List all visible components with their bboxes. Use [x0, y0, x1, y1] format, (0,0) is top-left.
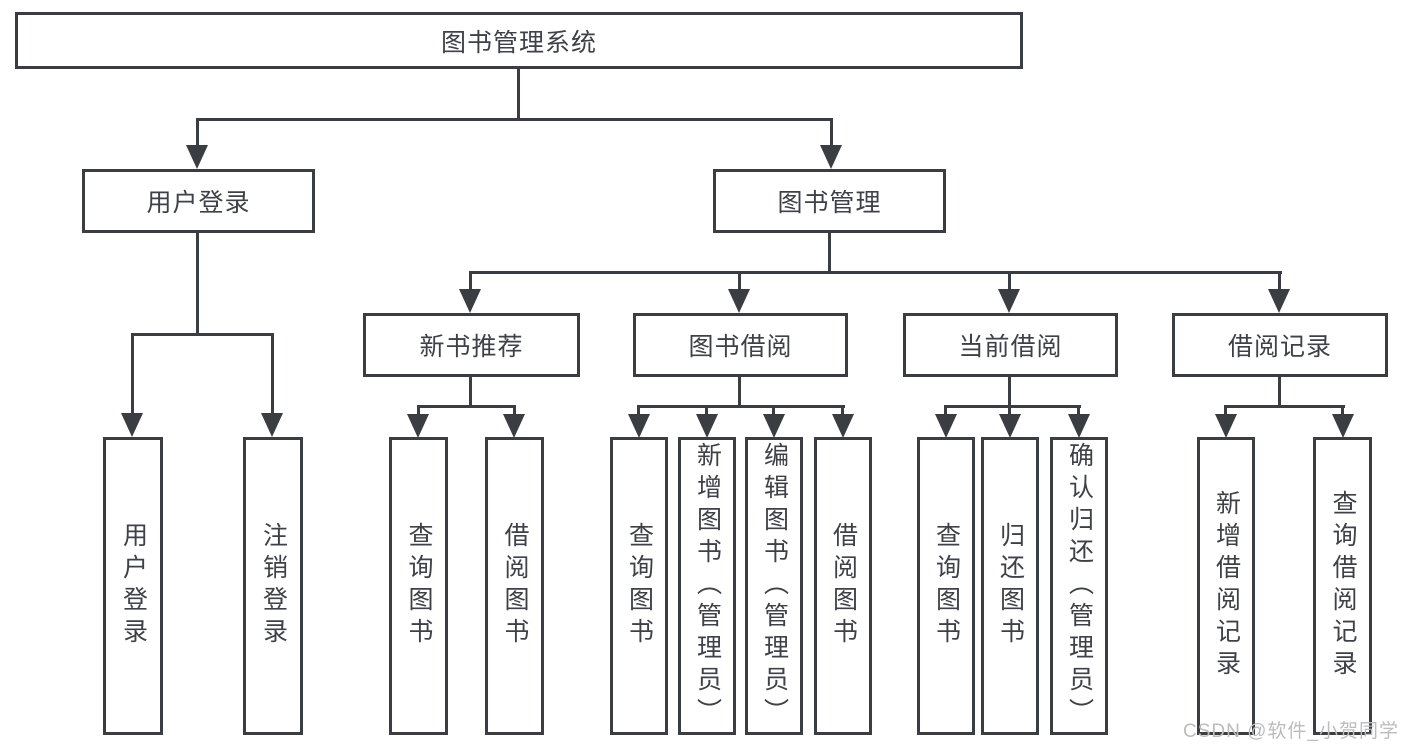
- node-label: 图书管理: [777, 189, 882, 217]
- arrow-down-icon: [832, 414, 854, 438]
- connector-drop-level3: [1278, 271, 1281, 291]
- connector-drop-level3: [1008, 271, 1011, 291]
- leaf-bb-query-books: 查询图书: [610, 437, 668, 735]
- arrow-down-icon: [935, 414, 957, 438]
- connector-drop-leaf: [131, 333, 134, 414]
- leaf-bb-add-books-admin: 新增图书（管理员）: [678, 437, 736, 735]
- connector-drop-leaf: [271, 333, 274, 414]
- connector-drop-book-mgmt: [830, 118, 833, 146]
- arrow-down-icon: [1268, 289, 1290, 313]
- node-new-book-recommend: 新书推荐: [363, 313, 580, 377]
- connector-userlogin-split: [131, 333, 274, 336]
- connector-drop-leaf: [1077, 405, 1080, 416]
- arrow-down-icon: [628, 414, 650, 438]
- leaf-label: 注销登录: [259, 522, 288, 650]
- leaf-br-query-record: 查询借阅记录: [1313, 437, 1372, 735]
- connector-bookmgmt-split: [469, 271, 1282, 274]
- connector-newbooks-stem: [469, 377, 472, 408]
- leaf-label: 新增借阅记录: [1212, 490, 1241, 682]
- connector-records-split: [1224, 405, 1345, 408]
- connector-drop-leaf: [1341, 405, 1344, 416]
- connector-records-stem: [1278, 377, 1281, 408]
- arrow-down-icon: [1332, 414, 1354, 438]
- connector-drop-leaf: [841, 405, 844, 416]
- leaf-nb-borrow-books: 借阅图书: [485, 437, 544, 735]
- connector-drop-leaf: [637, 405, 640, 416]
- connector-drop-leaf: [1224, 405, 1227, 416]
- connector-drop-leaf: [417, 405, 420, 416]
- connector-current-stem: [1008, 377, 1011, 408]
- leaf-label: 借阅图书: [829, 522, 858, 650]
- leaf-label: 查询借阅记录: [1329, 490, 1357, 682]
- node-label: 新书推荐: [419, 333, 524, 361]
- leaf-user-login: 用户登录: [103, 437, 163, 735]
- leaf-label: 用户登录: [119, 522, 148, 650]
- leaf-label: 确认归还（管理员）: [1065, 442, 1094, 730]
- leaf-label: 查询图书: [932, 522, 961, 650]
- csdn-watermark: CSDN @软件_小贺同学: [1183, 721, 1399, 742]
- connector-drop-user-login: [196, 118, 199, 146]
- node-book-management: 图书管理: [713, 169, 946, 233]
- leaf-label: 查询图书: [405, 522, 433, 650]
- connector-newbooks-split: [417, 405, 516, 408]
- connector-root-split: [196, 118, 833, 121]
- node-label: 用户登录: [146, 189, 251, 217]
- connector-userlogin-stem: [196, 233, 199, 336]
- connector-root-stem: [517, 68, 520, 119]
- arrow-down-icon: [186, 145, 208, 169]
- arrow-down-icon: [261, 413, 283, 437]
- arrow-down-icon: [728, 289, 750, 313]
- connector-drop-level3: [738, 271, 741, 291]
- arrow-down-icon: [503, 414, 525, 438]
- connector-drop-leaf: [1008, 405, 1011, 416]
- arrow-down-icon: [407, 414, 429, 438]
- leaf-cb-return-books: 归还图书: [981, 437, 1039, 735]
- leaf-bb-edit-books-admin: 编辑图书（管理员）: [745, 437, 803, 735]
- leaf-nb-query-books: 查询图书: [389, 437, 448, 735]
- node-label: 当前借阅: [958, 333, 1063, 361]
- leaf-label: 编辑图书（管理员）: [760, 442, 789, 730]
- arrow-down-icon: [1068, 414, 1090, 438]
- arrow-down-icon: [1215, 414, 1237, 438]
- arrow-down-icon: [121, 413, 143, 437]
- leaf-label: 借阅图书: [501, 522, 529, 650]
- leaf-label: 查询图书: [625, 522, 654, 650]
- leaf-br-add-record: 新增借阅记录: [1197, 437, 1255, 735]
- connector-drop-leaf: [944, 405, 947, 416]
- arrow-down-icon: [999, 414, 1021, 438]
- leaf-bb-borrow-books: 借阅图书: [814, 437, 872, 735]
- node-root-label: 图书管理系统: [440, 28, 597, 57]
- leaf-logout: 注销登录: [243, 437, 303, 735]
- node-borrowing-records: 借阅记录: [1172, 313, 1388, 377]
- node-book-borrowing: 图书借阅: [633, 313, 848, 377]
- leaf-cb-query-books: 查询图书: [917, 437, 975, 735]
- node-root: 图书管理系统: [15, 12, 1023, 69]
- connector-borrowing-stem: [738, 377, 741, 408]
- arrow-down-icon: [696, 414, 718, 438]
- connector-drop-leaf: [513, 405, 516, 416]
- arrow-down-icon: [998, 289, 1020, 313]
- connector-current-split: [945, 405, 1081, 408]
- arrow-down-icon: [763, 414, 785, 438]
- node-current-borrowing: 当前借阅: [903, 313, 1118, 377]
- arrow-down-icon: [820, 145, 842, 169]
- node-label: 图书借阅: [688, 333, 793, 361]
- leaf-label: 新增图书（管理员）: [693, 442, 722, 730]
- connector-drop-level3: [469, 271, 472, 291]
- node-label: 借阅记录: [1227, 333, 1332, 361]
- connector-bookmgmt-stem: [828, 233, 831, 274]
- leaf-label: 归还图书: [996, 522, 1025, 650]
- connector-drop-leaf: [705, 405, 708, 416]
- node-user-login-branch: 用户登录: [82, 169, 315, 233]
- connector-drop-leaf: [772, 405, 775, 416]
- arrow-down-icon: [459, 289, 481, 313]
- connector-borrowing-split: [637, 405, 845, 408]
- leaf-cb-confirm-return-admin: 确认归还（管理员）: [1050, 437, 1108, 735]
